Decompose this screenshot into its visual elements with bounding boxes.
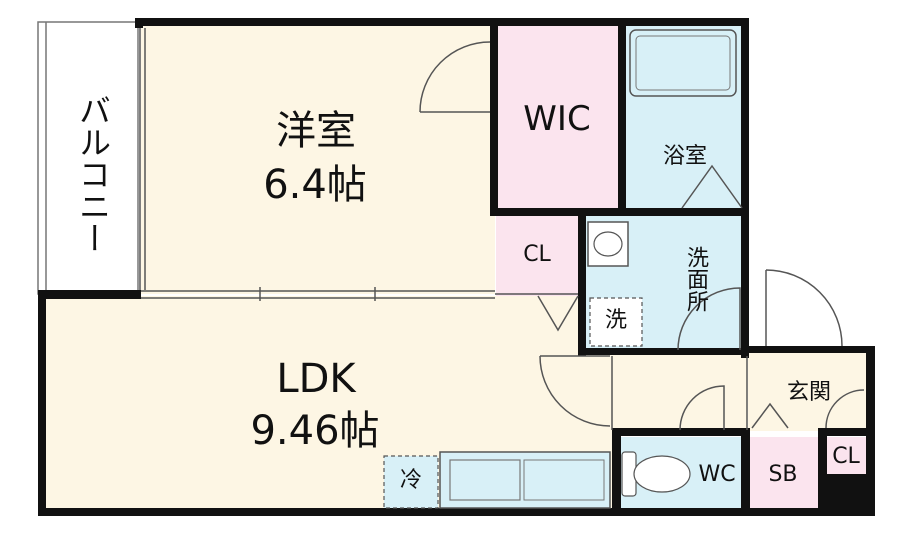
shoebox-floor	[748, 437, 818, 512]
entrance-floor	[748, 353, 866, 431]
washroom-label: 洗面所	[683, 246, 708, 312]
shoebox-label: SB	[768, 462, 798, 487]
bath-label: 浴室	[662, 144, 707, 169]
toilet-label: WC	[698, 462, 736, 487]
wic-label: WIC	[523, 99, 591, 139]
balcony-label: バルコニー	[74, 94, 112, 254]
bathtub	[629, 29, 737, 97]
washer-space	[589, 297, 643, 347]
closet-label: CL	[523, 242, 551, 267]
entrance-closet-floor	[824, 437, 866, 477]
washer-label: 洗	[604, 308, 627, 333]
western-room-floor	[141, 24, 495, 294]
fridge-space	[383, 455, 439, 509]
entrance-closet-label: CL	[832, 444, 860, 469]
fridge-label: 冷	[399, 468, 422, 493]
western-room-name: 洋室	[276, 108, 356, 154]
wic-floor	[496, 24, 620, 211]
walls	[38, 18, 875, 516]
partitions	[139, 28, 748, 430]
kitchen-counter	[439, 451, 611, 509]
ldk-size: 9.46帖	[250, 408, 380, 454]
entrance-label: 玄関	[786, 380, 831, 405]
ldk-name: LDK	[276, 356, 356, 402]
western-room-size: 6.4帖	[263, 162, 367, 208]
toilet-bowl	[633, 455, 691, 493]
ldk-ext-floor	[612, 353, 747, 431]
fixtures	[383, 29, 737, 509]
balcony	[37, 21, 139, 295]
closet-floor	[496, 216, 578, 296]
washbasin	[587, 221, 629, 267]
